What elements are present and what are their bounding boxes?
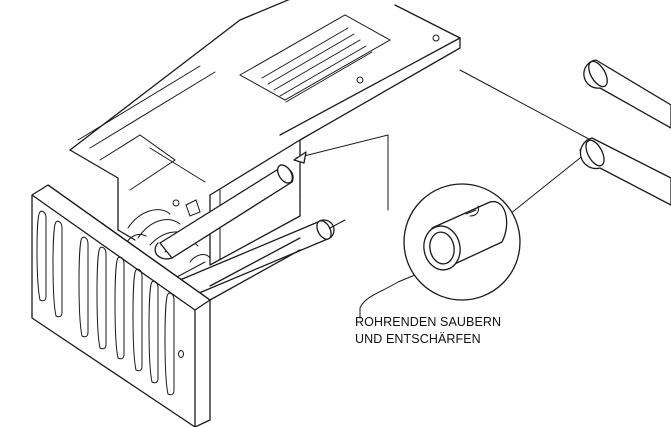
callout-line-2: UND ENTSCHÄRFEN bbox=[355, 332, 481, 346]
chassis-housing bbox=[69, 0, 461, 266]
callout-line-1: ROHRENDEN SAUBERN bbox=[355, 315, 502, 329]
callout-label: ROHRENDEN SAUBERN UND ENTSCHÄRFEN bbox=[355, 314, 501, 348]
detail-magnifier bbox=[403, 183, 521, 301]
front-panel bbox=[31, 184, 301, 427]
upper-pipe bbox=[154, 164, 294, 260]
lower-pipe bbox=[179, 219, 335, 297]
replacement-pipes bbox=[579, 59, 671, 206]
